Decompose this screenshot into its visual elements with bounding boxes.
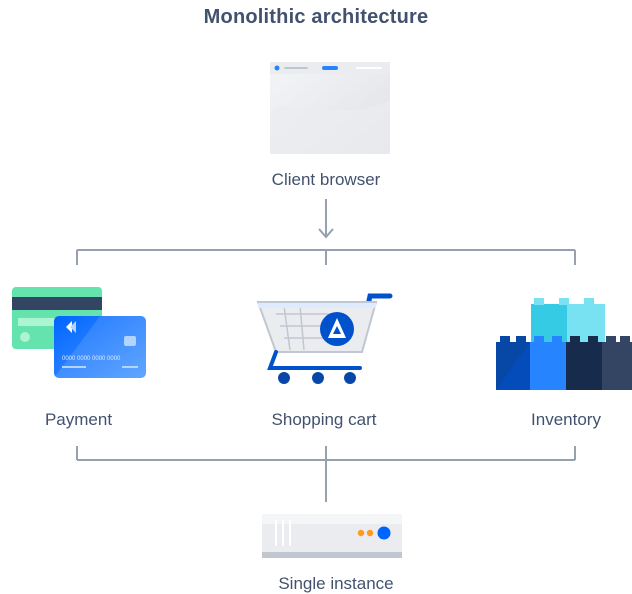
- shopping-cart-icon: [256, 293, 393, 384]
- browser-window-icon: [270, 62, 390, 154]
- stacked-blocks-icon: [496, 298, 632, 390]
- credit-cards-icon: 0000 0000 0000 0000: [12, 287, 146, 378]
- diagram-title: Monolithic architecture: [203, 6, 429, 28]
- browser-down-arrowhead: [318, 228, 334, 239]
- single-instance-label: Single instance: [278, 574, 394, 593]
- card-number: 0000 0000 0000 0000: [62, 356, 121, 362]
- client-browser-label: Client browser: [271, 170, 381, 189]
- shopping-cart-label: Shopping cart: [271, 410, 377, 429]
- inventory-label: Inventory: [531, 410, 601, 429]
- connectors: [76, 199, 576, 502]
- payment-label: Payment: [44, 410, 113, 429]
- server-icon: [262, 514, 402, 558]
